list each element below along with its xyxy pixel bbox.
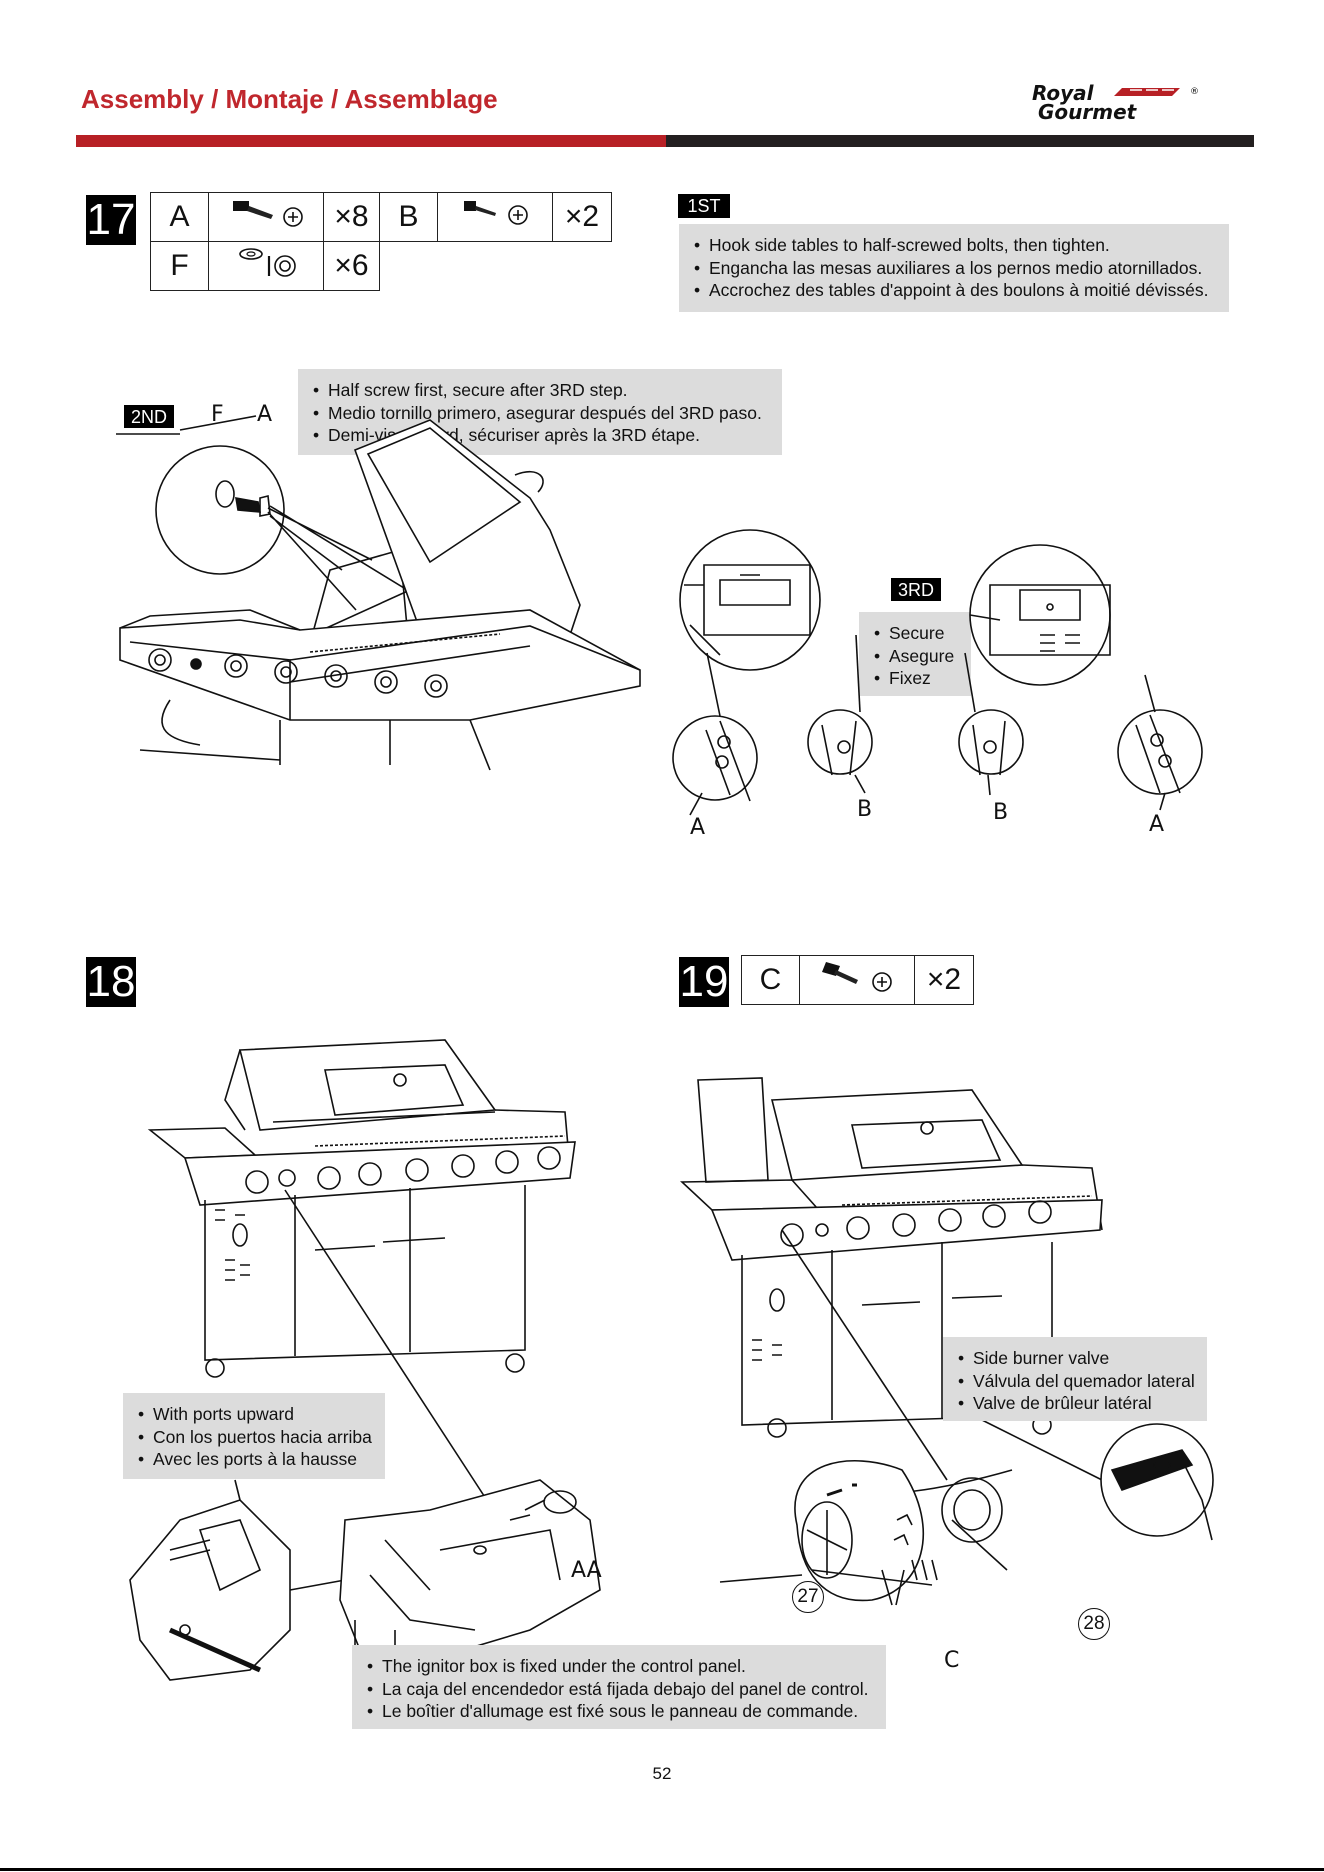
callout-a-right: A [1149, 812, 1165, 837]
note-line: Accrochez des tables d'appoint à des bou… [694, 279, 1215, 302]
side-burner-valve-note: Side burner valve Válvula del quemador l… [943, 1337, 1207, 1421]
callout-aa: AA [571, 1558, 602, 1583]
page-title: Assembly / Montaje / Assemblage [81, 84, 498, 114]
step-3rd-tag: 3RD [891, 578, 941, 601]
step-1st-note: Hook side tables to half-screwed bolts, … [679, 224, 1229, 312]
callout-b-right: B [993, 800, 1009, 825]
note-line: Engancha las mesas auxiliares a los pern… [694, 257, 1215, 280]
note-line: The ignitor box is fixed under the contr… [367, 1655, 872, 1678]
part-f-qty: ×6 [323, 241, 380, 291]
note-line: Le boîtier d'allumage est fixé sous le p… [367, 1700, 872, 1723]
brand-line-1: Royal [1032, 84, 1095, 105]
note-line: Con los puertos hacia arriba [138, 1426, 372, 1449]
note-line: Valve de brûleur latéral [958, 1392, 1193, 1415]
secure-detail-illustration [660, 525, 1235, 830]
step-1st-tag: 1ST [678, 194, 730, 218]
step-18-number: 18 [86, 957, 136, 1007]
callout-f-label: F [211, 402, 224, 427]
part-c-letter: C [741, 955, 800, 1005]
note-line: La caja del encendedor está fijada debaj… [367, 1678, 872, 1701]
note-line: Asegure [874, 645, 957, 668]
part-b-bolt-icon [437, 192, 553, 242]
part-f-letter: F [150, 241, 209, 291]
ignitor-detail-illustration [130, 1480, 610, 1680]
note-line: Side burner valve [958, 1347, 1193, 1370]
note-line: Medio tornillo primero, asegurar después… [313, 402, 768, 425]
note-line: Hook side tables to half-screwed bolts, … [694, 234, 1215, 257]
header-bar-dark [666, 135, 1254, 147]
brand-line-2: Gourmet [1038, 100, 1138, 122]
step-17-parts-table: A ×8 B ×2 F ×6 [150, 192, 612, 291]
grill-side-table-illustration [110, 420, 670, 800]
part-c-bolt-icon [799, 955, 915, 1005]
callout-a-label: A [257, 402, 273, 427]
note-line: Válvula del quemador lateral [958, 1370, 1195, 1393]
part-a-letter: A [150, 192, 209, 242]
step-2nd-tag: 2ND [124, 405, 174, 428]
header-bar-red [76, 135, 666, 147]
note-line: Secure [874, 622, 957, 645]
note-line: Fixez [874, 667, 957, 690]
part-f-washer-icon [208, 241, 324, 291]
part-a-bolt-icon [208, 192, 324, 242]
part-c-qty: ×2 [914, 955, 974, 1005]
registered-mark: ® [1190, 87, 1199, 97]
callout-a-left: A [690, 815, 706, 840]
part-a-qty: ×8 [323, 192, 380, 242]
callout-27: 27 [792, 1581, 824, 1613]
step-19-parts-table: C ×2 [741, 955, 974, 1005]
note-line: Avec les ports à la hausse [138, 1448, 371, 1471]
callout-c: C [944, 1648, 960, 1673]
side-burner-illustration [682, 1070, 1222, 1650]
step-3rd-note: Secure Asegure Fixez [859, 612, 971, 696]
step-19-number: 19 [679, 957, 729, 1007]
callout-b-left: B [857, 797, 873, 822]
page-number: 52 [652, 1764, 672, 1783]
note-line: Half screw first, secure after 3RD step. [313, 379, 768, 402]
part-b-letter: B [379, 192, 438, 242]
grill-front-illustration [145, 1020, 625, 1410]
part-b-qty: ×2 [552, 192, 612, 242]
bottom-rule [0, 1868, 1324, 1871]
note-line: With ports upward [138, 1403, 371, 1426]
ports-note: With ports upward Con los puertos hacia … [123, 1393, 385, 1479]
ignitor-note: The ignitor box is fixed under the contr… [352, 1645, 886, 1729]
step-17-number: 17 [86, 195, 136, 245]
brand-logo: Royal Gourmet ® [1030, 81, 1220, 124]
callout-28: 28 [1078, 1608, 1110, 1640]
